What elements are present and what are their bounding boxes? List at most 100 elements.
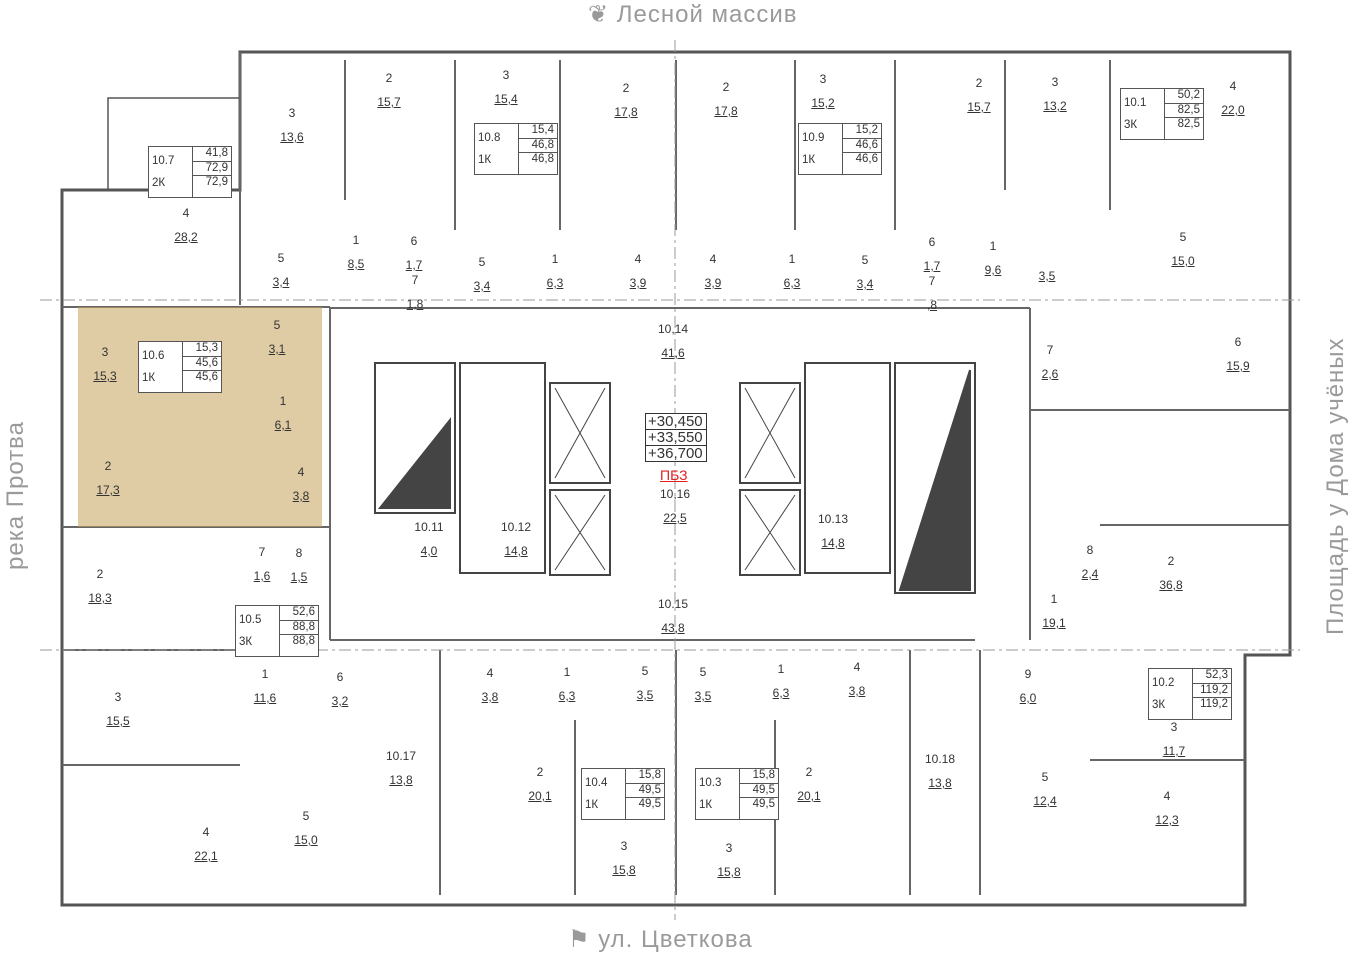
room-area: 3,9 (629, 276, 647, 290)
room-area: 3,5 (1038, 269, 1056, 283)
area-total: 46,8 (519, 139, 557, 153)
area-total-balcony: 119,2 (1200, 698, 1228, 710)
apartment-type: 3К (1152, 699, 1166, 711)
room-number: 3 (101, 345, 109, 359)
room-area: 15,9 (1226, 359, 1250, 373)
apartment-type: 3К (1124, 119, 1138, 131)
tree-icon: ❦ (588, 1, 617, 28)
room-number: 5 (277, 251, 285, 265)
room-area: 3,2 (331, 694, 349, 708)
room-number: 4 (634, 252, 642, 266)
room-number: 3 (288, 106, 296, 120)
room-area: 13,6 (280, 130, 304, 144)
room-number: 5 (1041, 770, 1049, 784)
room-number: 4 (297, 465, 305, 479)
street-left-label: река Протва (2, 421, 29, 570)
apartment-type: 1К (478, 154, 492, 166)
room-number: 5 (273, 318, 281, 332)
room-area: 3,5 (694, 689, 712, 703)
area-total-balcony: 49,5 (638, 798, 661, 810)
street-top-label: Лесной массив (616, 1, 798, 28)
room-number: 9 (1024, 667, 1032, 681)
room-area: 15,7 (967, 100, 991, 114)
room-number: 10.18 (924, 752, 956, 766)
elevation: +30,450 (646, 414, 706, 430)
room-number: 7 (1046, 343, 1054, 357)
room-number: 2 (622, 81, 630, 95)
apartment-type: 1К (802, 154, 816, 166)
room-number: 3 (1051, 75, 1059, 89)
area-total: 119,2 (1193, 684, 1231, 698)
apartment-id: 10.4 (585, 777, 608, 789)
apartment-id: 10.5 (239, 614, 262, 626)
room-area: 3,4 (272, 275, 290, 289)
room-area: ,8 (926, 298, 938, 312)
room-area: 20,1 (528, 789, 552, 803)
room-area: 17,8 (614, 105, 638, 119)
area-total: 49,5 (740, 784, 778, 798)
apartment-id: 10.8 (478, 132, 501, 144)
room-area: 19,1 (1042, 616, 1066, 630)
signpost-icon: ⚑ (568, 926, 599, 953)
room-number: 1 (777, 662, 785, 676)
area-total-balcony: 46,8 (531, 153, 554, 165)
room-area: 18,3 (88, 591, 112, 605)
room-number: 2 (1167, 554, 1175, 568)
room-area: 22,1 (194, 849, 218, 863)
area-total: 88,8 (280, 621, 318, 635)
apartment-id: 10.7 (152, 155, 175, 167)
interior-walls (62, 52, 1290, 895)
room-number: 10.13 (817, 512, 849, 526)
room-number: 2 (96, 567, 104, 581)
area-total: 49,5 (626, 784, 664, 798)
room-number: 5 (302, 809, 310, 823)
room-area: 11,6 (253, 691, 277, 705)
room-area: 17,8 (714, 104, 738, 118)
apartment-type: 1К (585, 799, 599, 811)
street-left: река Протва (2, 421, 30, 570)
area-living: 50,2 (1165, 89, 1203, 104)
area-total: 45,6 (183, 357, 221, 371)
room-area: 15,4 (494, 92, 518, 106)
room-number: 6 (1234, 335, 1242, 349)
room-number: 10,14 (657, 322, 689, 336)
room-area: 2,6 (1041, 367, 1059, 381)
area-total-balcony: 82,5 (1177, 118, 1200, 130)
